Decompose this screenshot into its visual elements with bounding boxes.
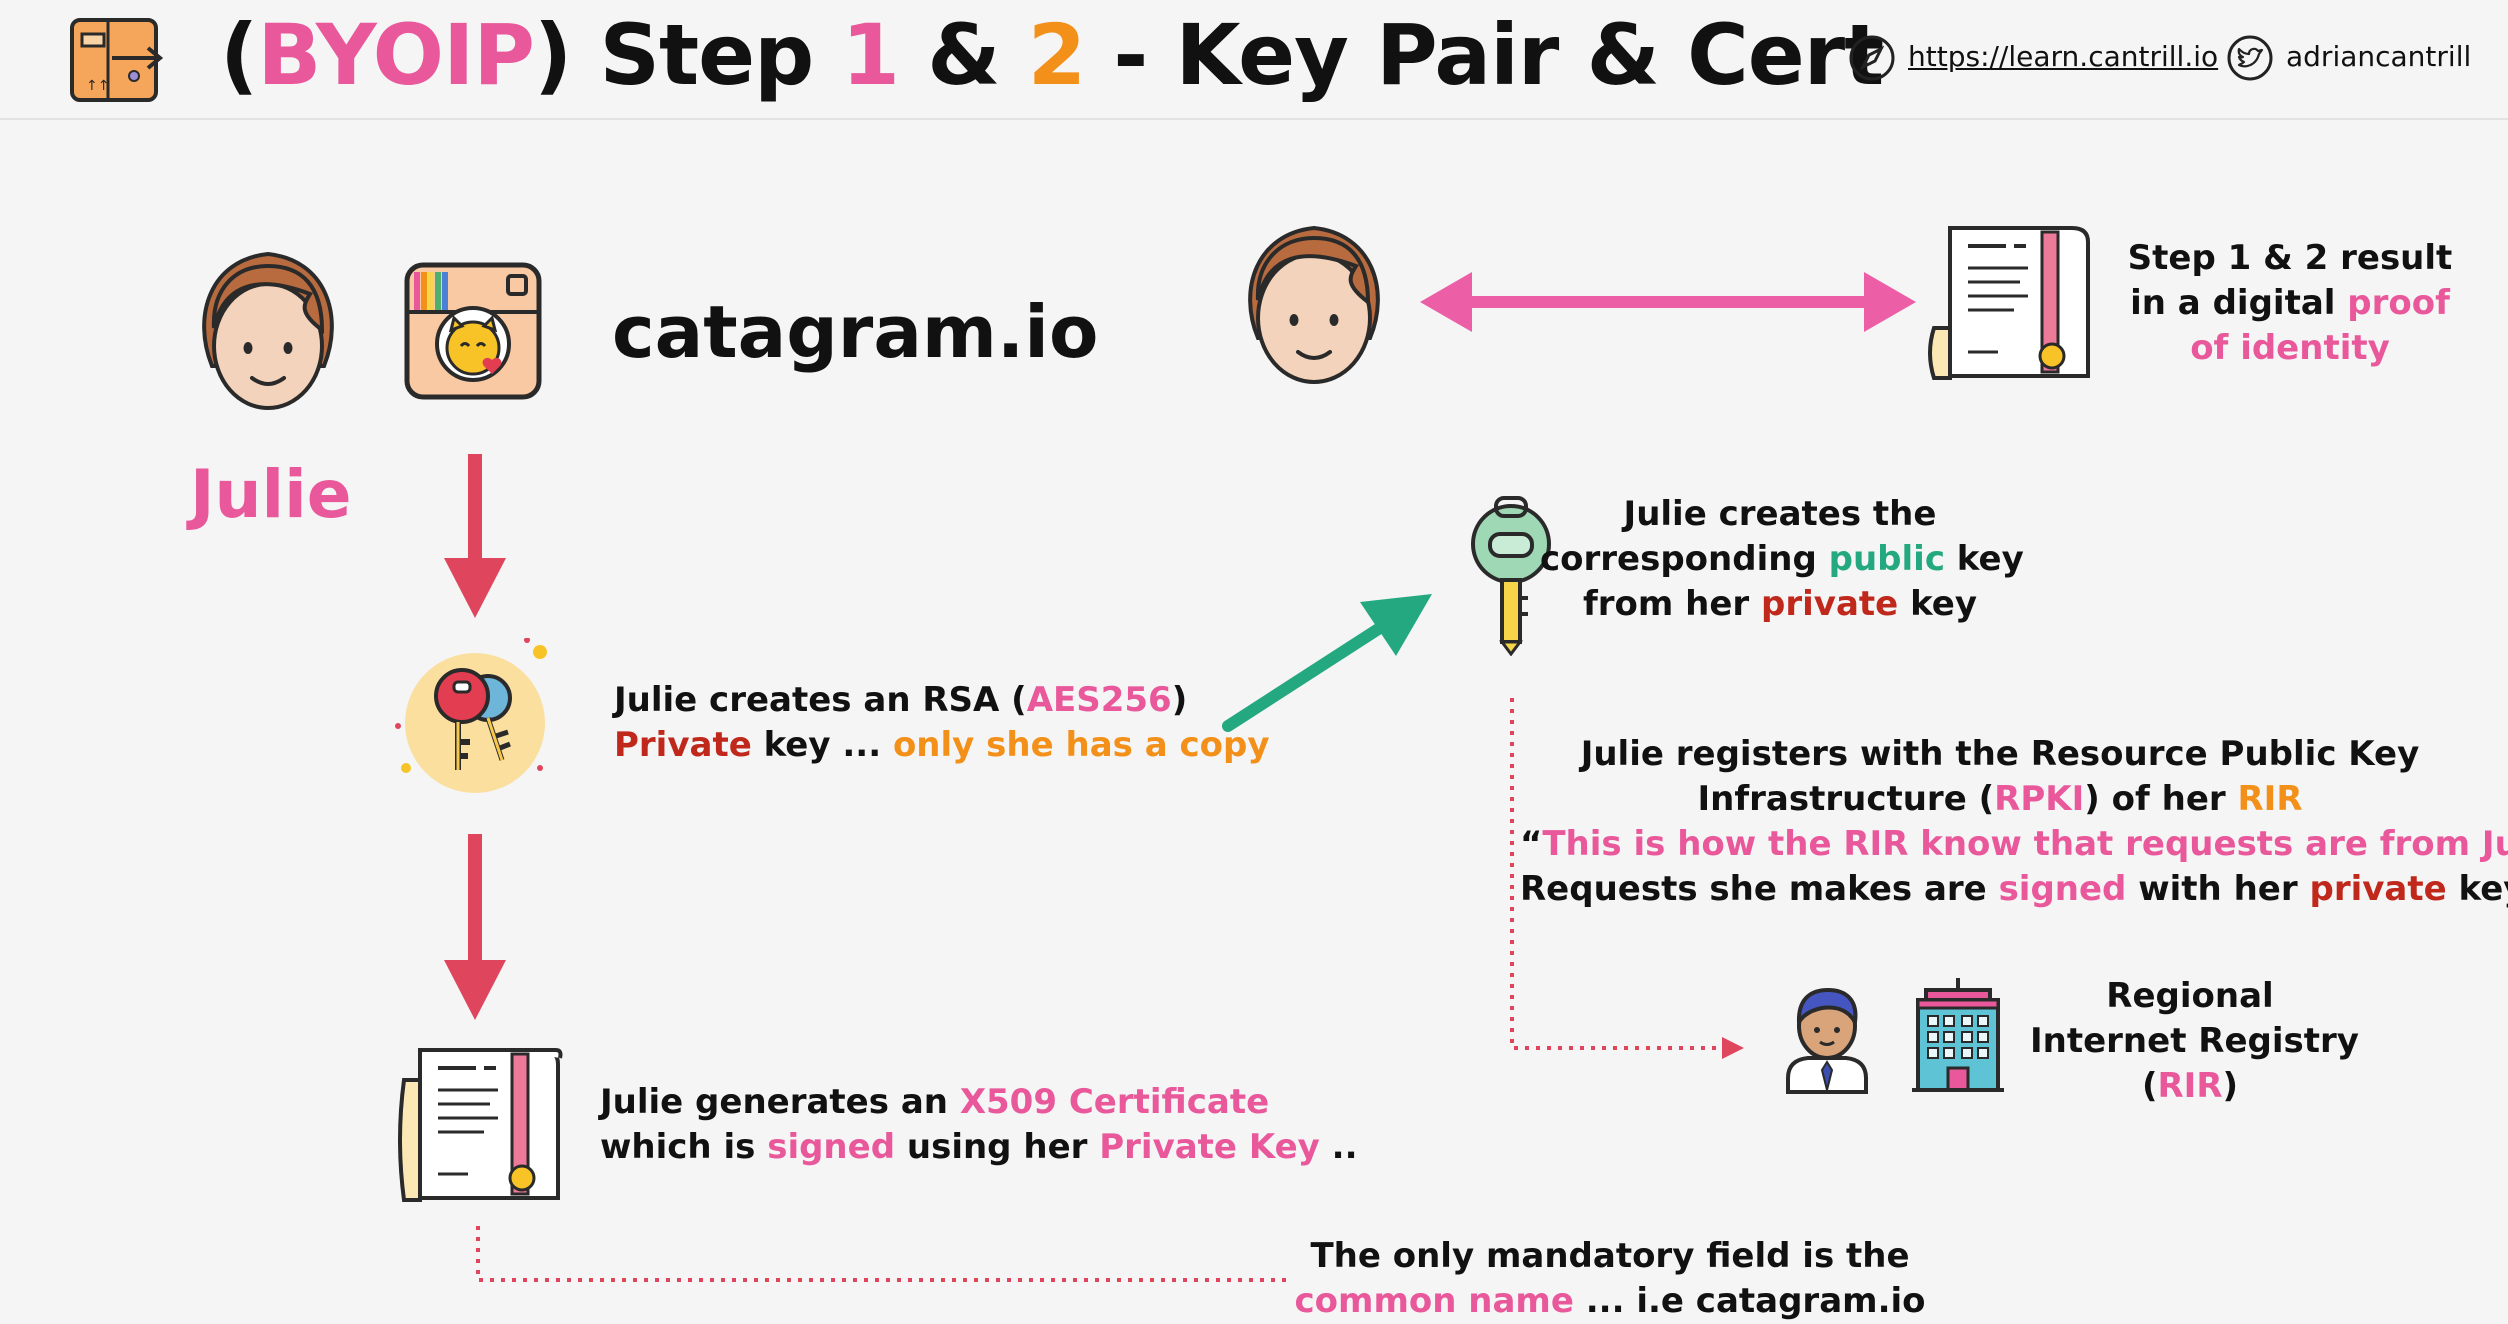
rpki-line-2: Infrastructure (RPKI) of her RIR [1697,779,2303,819]
julie-avatar-icon [1248,225,1380,384]
certificate-icon [398,1048,563,1202]
diagonal-arrow-icon [1222,594,1432,732]
twitter-handle[interactable]: adriancantrill [2286,40,2472,73]
person-name-label: Julie [190,456,352,533]
svg-text:↑↑: ↑↑ [86,78,109,94]
rir-person-icon [1786,987,1868,1094]
common-name-line-2: common name ... i.e catagram.io [1294,1281,1926,1321]
rsa-key-text: Julie creates an RSA (AES256) Private ke… [614,678,1270,768]
public-key-line-2: corresponding public key [1540,539,2024,579]
result-line-1: Step 1 & 2 result [2127,238,2453,278]
rir-line-2: Internet Registry [2030,1021,2359,1061]
public-key-icon [1471,496,1551,656]
header-bar: ↑↑ (BYOIP) Step 1 & 2 - Key Pair & Cert … [0,0,2508,120]
common-name-line-1: The only mandatory field is the [1310,1236,1910,1276]
compass-icon [1849,35,1895,81]
down-arrow-icon [444,454,506,618]
twitter-icon [2227,35,2273,81]
page-title: (BYOIP) Step 1 & 2 - Key Pair & Cert [220,6,1884,104]
dotted-connector [476,1226,1288,1282]
public-key-line-3: from her private key [1582,584,1977,624]
certificate-text: Julie generates an X509 Certificate whic… [600,1080,1358,1170]
down-arrow-icon [444,834,506,1020]
julie-avatar-icon [202,251,334,410]
rir-line-3: (RIR) [2141,1066,2239,1106]
certificate-icon [1928,226,2090,380]
rpki-line-3: “This is how the RIR know that requests … [1520,824,2508,864]
cert-line-2: which is signed using her Private Key .. [600,1127,1358,1167]
result-text: Step 1 & 2 result in a digital proof of … [2120,236,2460,371]
rpki-line-1: Julie registers with the Resource Public… [1580,734,2420,774]
rsa-line-1: Julie creates an RSA (AES256) [614,680,1188,720]
common-name-text: The only mandatory field is the common n… [1290,1234,1930,1324]
result-line-3: of identity [2190,328,2390,368]
result-line-2: in a digital proof [2130,283,2450,323]
rir-line-1: Regional [2106,976,2274,1016]
dotted-connector [1510,698,1744,1059]
byoip-logo-icon: ↑↑ [70,18,164,102]
public-key-text: Julie creates the corresponding public k… [1540,492,2024,627]
site-link[interactable]: https://learn.cantrill.io [1908,40,2219,73]
rpki-line-4: Requests she makes are signed with her p… [1520,869,2508,909]
double-arrow-icon [1420,272,1916,332]
catagram-app-icon [404,262,542,400]
rir-building-icon [1912,978,2004,1092]
private-key-icon [395,638,547,793]
rsa-line-2: Private key ... only she has a copy [614,725,1270,765]
app-name-label: catagram.io [612,290,1099,374]
public-key-line-1: Julie creates the [1623,494,1937,534]
rir-text: Regional Internet Registry (RIR) [2030,974,2359,1109]
cert-line-1: Julie generates an X509 Certificate [600,1082,1270,1122]
rpki-text: Julie registers with the Resource Public… [1520,732,2508,912]
